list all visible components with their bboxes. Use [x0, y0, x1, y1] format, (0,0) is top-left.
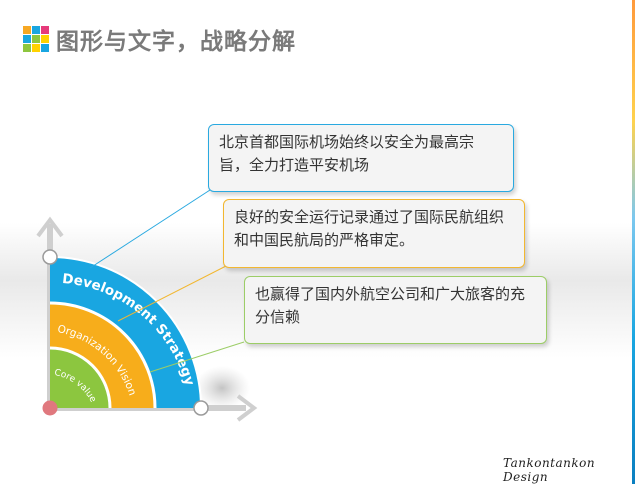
- logo-square-2: [41, 26, 49, 34]
- x-axis-arrow: [236, 394, 258, 422]
- callout-text-2: 良好的安全运行记录通过了国际民航组织和中国民航局的严格审定。: [234, 208, 505, 249]
- callout-box-2: 良好的安全运行记录通过了国际民航组织和中国民航局的严格审定。: [223, 199, 525, 268]
- header: 图形与文字，战略分解: [23, 24, 296, 55]
- connector-line-2: [117, 264, 229, 322]
- logo-square-5: [41, 35, 49, 43]
- ring-border-inner: [49, 346, 112, 409]
- logo-square-0: [23, 26, 31, 34]
- grid-logo-icon: [23, 26, 49, 52]
- right-handle-dot: [193, 400, 209, 416]
- y-axis-arrow: [36, 216, 64, 238]
- origin-dot: [42, 400, 58, 416]
- logo-square-4: [32, 35, 40, 43]
- ring-core-value: [50, 348, 110, 408]
- callout-box-1: 北京首都国际机场始终以安全为最高宗旨，全力打造平安机场: [208, 124, 514, 192]
- callout-text-3: 也赢得了国内外航空公司和广大旅客的充分信赖: [255, 285, 526, 326]
- page-title: 图形与文字，战略分解: [56, 29, 296, 55]
- logo-square-8: [41, 44, 49, 52]
- logo-square-7: [32, 44, 40, 52]
- quadrant-shadow: [194, 366, 250, 410]
- right-edge-bar: [632, 0, 635, 484]
- connector-line-1: [89, 189, 211, 269]
- logo-square-1: [32, 26, 40, 34]
- callout-text-1: 北京首都国际机场始终以安全为最高宗旨，全力打造平安机场: [219, 133, 475, 174]
- logo-square-3: [23, 35, 31, 43]
- ring-border-mid: [49, 301, 157, 409]
- designer-signature: Tankontankon Design: [503, 456, 596, 484]
- callout-box-3: 也赢得了国内外航空公司和广大旅客的充分信赖: [244, 276, 547, 344]
- logo-square-6: [23, 44, 31, 52]
- connector-line-3: [149, 341, 245, 373]
- top-handle-dot: [42, 249, 58, 265]
